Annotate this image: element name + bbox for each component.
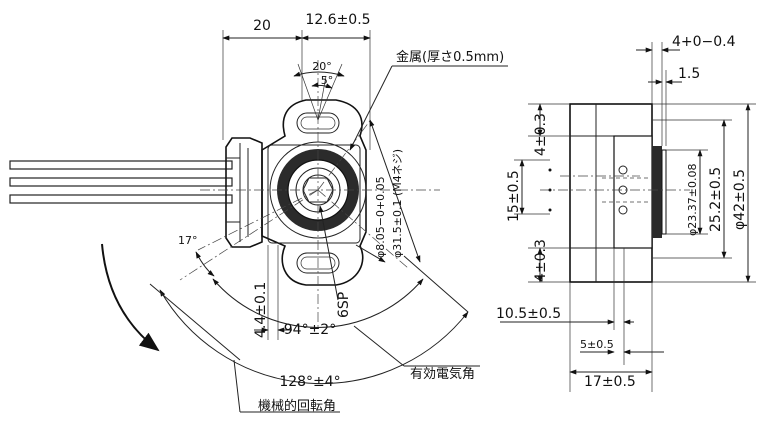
diameter-annotations: φ8.05−0+0.05 φ31.5±0.1 (M4ネジ) [355, 119, 421, 263]
dim-lower: 4±0.3 [533, 239, 549, 282]
width-dimensions: 20 12.6±0.5 [222, 12, 371, 150]
dim-angle-17: 17° [178, 234, 198, 247]
connector-body [225, 137, 263, 248]
dim-mech-angle: 128°±4° [279, 374, 340, 390]
dim-width: 20 [253, 18, 271, 34]
dim-angle-20: 20° [312, 60, 332, 73]
side-view: 4+0−0.4 1.5 4±0.3 15±0.5 4±0.3 [496, 34, 756, 392]
dim-slot-offset: 4.4±0.1 [253, 282, 269, 338]
dim-mount-pcd: φ31.5±0.1 (M4ネジ) [391, 149, 404, 258]
side-right-dimensions: φ23.37±0.08 25.2±0.5 φ42±0.5 [652, 103, 756, 283]
dim-effective-angle: 94°±2° [284, 322, 336, 338]
angle-17-dimension: 17° [178, 234, 215, 277]
effective-angle-dimension: 94°±2° 有効電気角 [212, 278, 480, 382]
side-body [540, 103, 690, 283]
dim-pin-pitch: 15±0.5 [506, 170, 522, 222]
terminal-pins [548, 165, 628, 215]
dim-plate: 1.5 [678, 66, 700, 82]
metal-plate-note: 金属(厚さ0.5mm) [349, 49, 508, 151]
mech-angle-label: 機械的回転角 [258, 398, 336, 414]
dim-outer-dia: φ42±0.5 [732, 169, 748, 230]
metal-plate-label: 金属(厚さ0.5mm) [396, 49, 504, 65]
dim-inner-height: 25.2±0.5 [708, 167, 724, 232]
side-left-dimensions: 4±0.3 15±0.5 4±0.3 [506, 103, 570, 283]
dim-depth: 10.5±0.5 [496, 306, 561, 322]
small-angle-dimensions: 20° 5° [293, 60, 345, 121]
dim-offset: 12.6±0.5 [305, 12, 370, 28]
metal-plate [652, 146, 662, 238]
side-bottom-dimensions: 10.5±0.5 5±0.5 17±0.5 [496, 248, 664, 392]
dim-shaft-hole: φ8.05−0+0.05 [374, 176, 387, 258]
lead-wires [9, 160, 233, 204]
dim-angle-5: 5° [321, 74, 334, 87]
dim-boss: 4+0−0.4 [672, 34, 736, 50]
rotation-direction-arrow [101, 243, 160, 352]
dim-spline: 6SP [336, 292, 352, 318]
side-top-dimensions: 4+0−0.4 1.5 [636, 34, 736, 146]
front-view: 20 12.6±0.5 20° 5° 金属(厚さ0.5mm) φ8.05−0+0… [9, 12, 508, 414]
dim-upper: 4±0.3 [533, 113, 549, 156]
dim-total-depth: 17±0.5 [584, 374, 636, 390]
dim-boss-dia: φ23.37±0.08 [686, 164, 699, 236]
mech-angle-dimension: 128°±4° 機械的回転角 [149, 255, 469, 414]
effective-angle-label: 有効電気角 [410, 366, 475, 382]
dim-shaft-len: 5±0.5 [580, 338, 614, 351]
